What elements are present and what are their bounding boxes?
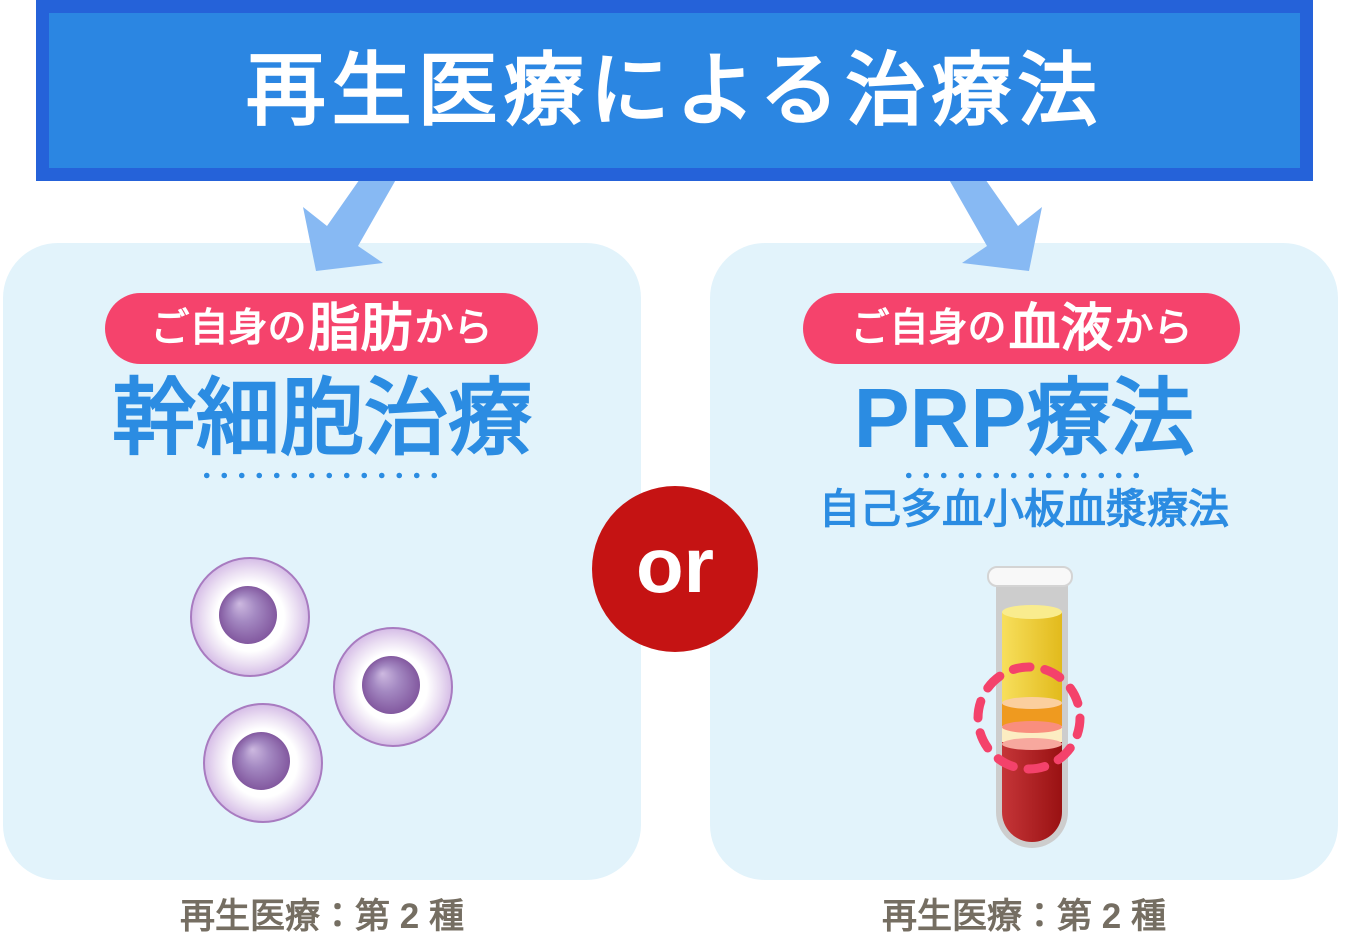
stem-cell: [190, 557, 310, 677]
badge-emphasis: 脂肪: [308, 299, 413, 358]
tube-cap: [987, 566, 1073, 587]
prp-subtitle: 自己多血小板血漿療法: [819, 486, 1229, 532]
badge-text: ご自身の: [850, 307, 1007, 350]
stem-cell-title: 幹細胞治療: [111, 371, 532, 465]
badge-text: から: [1114, 307, 1193, 350]
dotted-separator: [900, 472, 1148, 479]
dotted-separator: [198, 472, 446, 479]
prp-title: PRP療法: [853, 371, 1195, 465]
red-blood-cell-layer: [1002, 742, 1062, 842]
badge-text: ご自身の: [150, 307, 307, 350]
badge-emphasis: 血液: [1008, 299, 1113, 358]
or-label: or: [636, 521, 714, 609]
stem-cells-illustration: [190, 557, 453, 823]
right-card-caption: 再生医療：第 2 種: [882, 897, 1166, 936]
or-divider: or: [592, 486, 758, 652]
title-banner: 再生医療による治療法: [36, 0, 1313, 181]
down-right-arrow-icon: [947, 176, 1042, 271]
badge-text: から: [414, 307, 493, 350]
stem-cell: [203, 703, 323, 823]
right-card-badge: ご自身の 血液 から: [803, 293, 1240, 364]
stem-cell: [333, 627, 453, 747]
prp-highlight-dashed-circle: [973, 662, 1085, 774]
prp-test-tube-illustration: [973, 566, 1085, 848]
page-title: 再生医療による治療法: [245, 45, 1104, 135]
left-card-badge: ご自身の 脂肪 から: [105, 293, 538, 364]
left-card-caption: 再生医療：第 2 種: [180, 897, 464, 936]
down-left-arrow-icon: [303, 176, 398, 271]
plasma-layer: [1002, 612, 1062, 704]
